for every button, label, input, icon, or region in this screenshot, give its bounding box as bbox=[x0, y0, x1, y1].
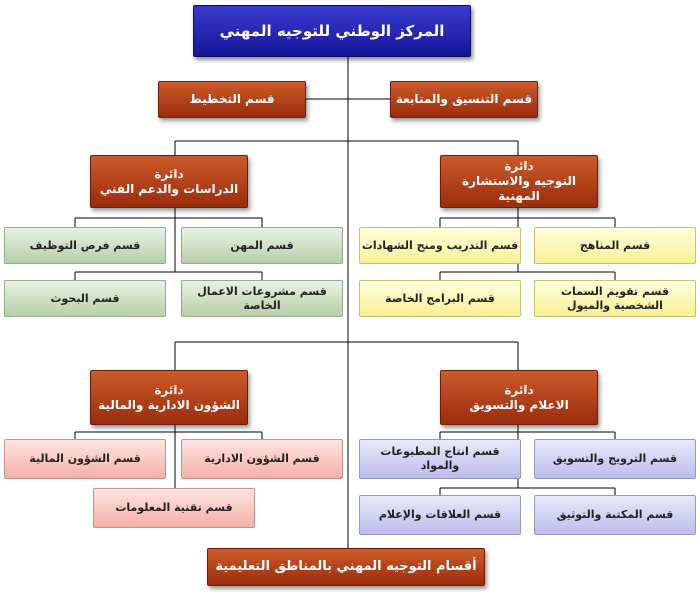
admin-directorate-line2: الشؤون الادارية والمالية bbox=[98, 397, 240, 412]
root-label: المركز الوطني للتوجيه المهني bbox=[219, 21, 445, 40]
planning-section-node: قسم التخطيط bbox=[158, 81, 306, 118]
training-certs-section-node: قسم التدريب ومنح الشهادات bbox=[359, 227, 521, 264]
planning-section-label: قسم التخطيط bbox=[189, 92, 275, 106]
private-projects-section-label: قسم مشروعات الاعمال الخاصة bbox=[197, 284, 327, 312]
media-directorate-node: دائرة الاعلام والتسويق bbox=[440, 370, 598, 425]
promotion-section-node: قسم الترويج والتسويق bbox=[534, 439, 696, 479]
special-programs-section-label: قسم البرامج الخاصة bbox=[385, 291, 495, 305]
job-opportunities-section-label: قسم فرص التوظيف bbox=[29, 238, 141, 252]
admin-affairs-section-node: قسم الشؤون الادارية bbox=[181, 439, 343, 479]
root-node: المركز الوطني للتوجيه المهني bbox=[193, 5, 471, 57]
studies-directorate-line1: دائرة bbox=[154, 166, 184, 181]
studies-directorate-line2: الدراسات والدعم الفني bbox=[99, 181, 239, 196]
special-programs-section-node: قسم البرامج الخاصة bbox=[359, 280, 521, 317]
admin-directorate-node: دائرة الشؤون الادارية والمالية bbox=[90, 370, 248, 425]
relations-section-node: قسم العلاقات والإعلام bbox=[359, 495, 521, 535]
publications-section-label: قسم انتاج المطبوعات والمواد bbox=[380, 445, 500, 472]
coordination-section-label: قسم التنسيق والمتابعة bbox=[395, 92, 533, 106]
training-certs-section-label: قسم التدريب ومنح الشهادات bbox=[361, 238, 519, 252]
research-section-node: قسم البحوث bbox=[4, 280, 166, 317]
guidance-directorate-line1: دائرة bbox=[504, 159, 534, 173]
relations-section-label: قسم العلاقات والإعلام bbox=[378, 508, 502, 522]
regional-sections-label: أقسام التوجيه المهني بالمناطق التعليمية bbox=[215, 558, 477, 574]
traits-section-node: قسم تقويم السمات الشخصية والميول bbox=[534, 280, 696, 317]
promotion-section-label: قسم الترويج والتسويق bbox=[552, 452, 678, 466]
media-directorate-line1: دائرة bbox=[504, 382, 534, 397]
library-section-label: قسم المكتبة والتوثيق bbox=[556, 508, 674, 522]
traits-section-label-line1: قسم تقويم السمات bbox=[560, 284, 670, 298]
private-projects-section-node: قسم مشروعات الاعمال الخاصة bbox=[181, 280, 343, 317]
guidance-directorate-line2: التوجيه والاستشارة المهنية bbox=[462, 174, 576, 203]
publications-section-node: قسم انتاج المطبوعات والمواد bbox=[359, 439, 521, 479]
admin-directorate-line1: دائرة bbox=[154, 382, 184, 397]
coordination-section-node: قسم التنسيق والمتابعة bbox=[390, 81, 538, 118]
it-section-label: قسم تقنية المعلومات bbox=[115, 501, 233, 515]
media-directorate-line2: الاعلام والتسويق bbox=[469, 397, 569, 412]
traits-section-label-line2: الشخصية والميول bbox=[567, 298, 663, 312]
finance-section-label: قسم الشؤون المالية bbox=[29, 452, 141, 466]
it-section-node: قسم تقنية المعلومات bbox=[93, 488, 255, 528]
guidance-directorate-node: دائرة التوجيه والاستشارة المهنية bbox=[440, 155, 598, 208]
professions-section-node: قسم المهن bbox=[181, 227, 343, 264]
regional-sections-node: أقسام التوجيه المهني بالمناطق التعليمية bbox=[207, 548, 485, 586]
studies-directorate-node: دائرة الدراسات والدعم الفني bbox=[90, 155, 248, 208]
professions-section-label: قسم المهن bbox=[230, 238, 294, 252]
library-section-node: قسم المكتبة والتوثيق bbox=[534, 495, 696, 535]
curricula-section-label: قسم المناهج bbox=[579, 238, 651, 252]
research-section-label: قسم البحوث bbox=[50, 291, 120, 305]
admin-affairs-section-label: قسم الشؤون الادارية bbox=[204, 452, 320, 466]
job-opportunities-section-node: قسم فرص التوظيف bbox=[4, 227, 166, 264]
curricula-section-node: قسم المناهج bbox=[534, 227, 696, 264]
finance-section-node: قسم الشؤون المالية bbox=[4, 439, 166, 479]
